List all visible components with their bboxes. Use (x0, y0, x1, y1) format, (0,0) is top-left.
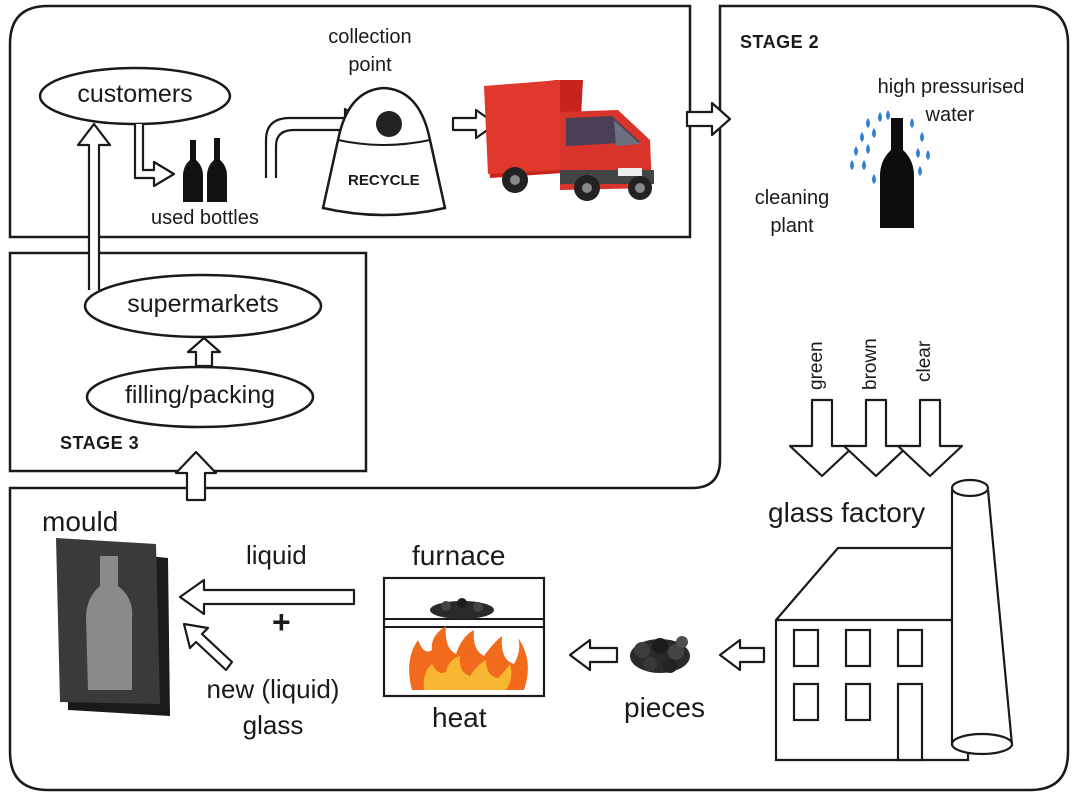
recycle-label: RECYCLE (348, 172, 420, 189)
arrow-new-glass-to-mould (182, 622, 234, 672)
collection-point-label-1: collection (328, 26, 412, 48)
outer-frame (8, 4, 1070, 792)
arrow-customers-to-bottles (133, 124, 176, 188)
truck-icon (484, 80, 654, 201)
new-glass-label-2: glass (242, 710, 304, 740)
new-glass-label-1: new (liquid) (206, 674, 340, 704)
recycle-bin-icon (321, 86, 447, 217)
liquid-label: liquid (246, 540, 307, 570)
filling-packing-label: filling/packing (124, 381, 276, 409)
customers-label: customers (77, 80, 193, 108)
water-label-1: high pressurised (877, 76, 1025, 98)
cleaning-plant-label-2: plant (770, 215, 814, 237)
supermarkets-label: supermarkets (127, 290, 279, 318)
flames-icon (409, 626, 528, 690)
collection-point-label-2: point (348, 54, 392, 76)
arrow-factory-to-pieces (718, 638, 766, 672)
brown-label: brown (860, 338, 881, 390)
used-bottles-label: used bottles (151, 207, 259, 229)
stage3-label: STAGE 3 (60, 433, 140, 453)
arrow-to-stage3 (174, 450, 218, 502)
furnace-label: furnace (412, 540, 506, 571)
arrow-pieces-to-furnace (568, 638, 619, 672)
stage2-label: STAGE 2 (740, 32, 820, 52)
clear-label: clear (914, 340, 935, 382)
cleaning-bottle-icon (880, 118, 914, 228)
glass-factory-label: glass factory (768, 497, 926, 528)
glass-pieces-icon (630, 636, 690, 673)
arrow-furnace-to-mould (178, 578, 356, 616)
bottles-icon (183, 138, 227, 202)
mould-label: mould (42, 506, 119, 537)
arrow-bin-to-truck (451, 108, 498, 140)
pieces-label: pieces (624, 692, 705, 723)
arrow-filling-to-supermarkets (186, 336, 222, 368)
mould-icon (56, 538, 170, 716)
stage1-box (8, 4, 692, 239)
sorting-arrows (788, 398, 964, 478)
factory-icon (774, 478, 1014, 762)
supermarkets-oval (83, 273, 323, 339)
arrow-truck-to-stage2 (685, 101, 732, 137)
plus-label: + (272, 604, 291, 640)
water-drops-icon (850, 110, 930, 184)
water-label-2: water (925, 104, 975, 126)
cleaning-plant-label-1: cleaning (754, 187, 830, 209)
green-label: green (806, 341, 827, 390)
heat-label: heat (432, 702, 487, 733)
arrow-supermarkets-to-customers (76, 122, 112, 290)
